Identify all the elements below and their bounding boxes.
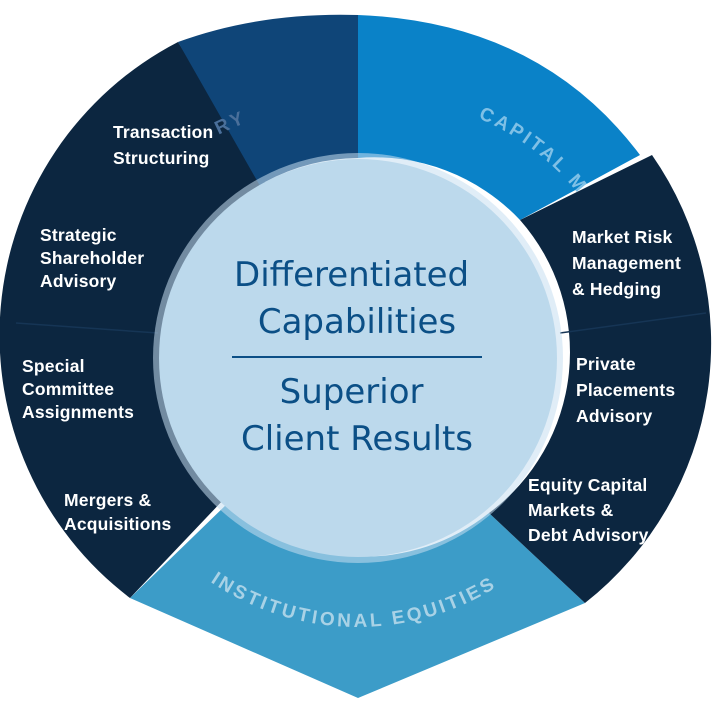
label-equity-capital-markets: Equity Capital Markets & Debt Advisory xyxy=(528,475,653,545)
label-special-committee-assignments: Special Committee Assignments xyxy=(22,356,134,422)
label-market-risk-management: Market Risk Management & Hedging xyxy=(572,227,686,299)
label-transaction-structuring: Transaction Structuring xyxy=(113,122,219,168)
center-heading-top: Differentiated Capabilities xyxy=(234,255,480,342)
label-mergers-acquisitions: Mergers & Acquisitions xyxy=(64,490,171,534)
segment-advisory-top xyxy=(178,14,358,359)
segment-dividers xyxy=(15,312,707,334)
segment-capital-markets xyxy=(358,15,640,358)
center-heading-bottom: Superior Client Results xyxy=(241,372,473,459)
segment-institutional-equities xyxy=(130,503,585,698)
segment-capital-right xyxy=(358,155,712,603)
label-private-placements-advisory: Private Placements Advisory xyxy=(576,354,680,426)
label-strategic-shareholder-advisory: Strategic Shareholder Advisory xyxy=(40,225,149,291)
segment-advisory-left xyxy=(0,42,358,598)
